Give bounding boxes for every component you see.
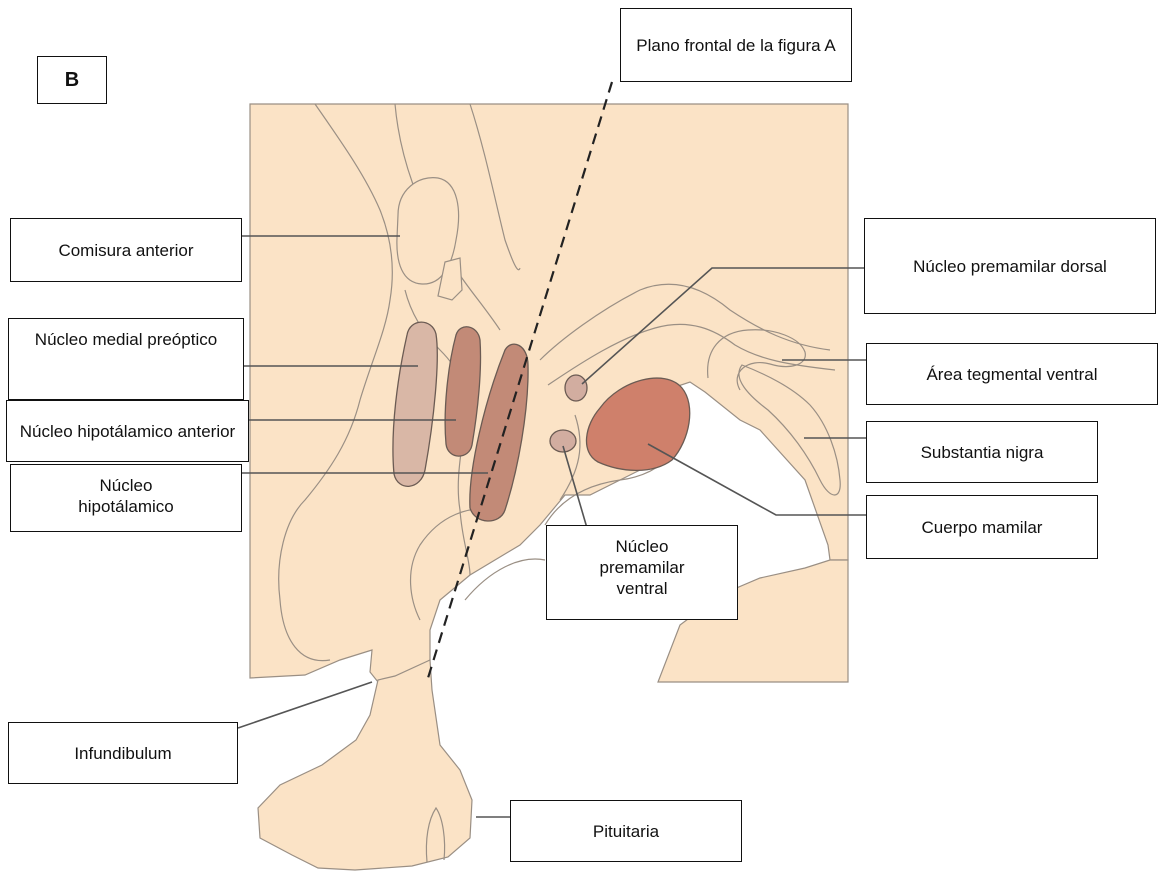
panel-label: B <box>37 56 107 104</box>
label-nucleo-premamilar-dorsal: Núcleo premamilar dorsal <box>864 218 1156 314</box>
dorsal-premamillary-nucleus-shape <box>565 375 587 401</box>
label-comisura-anterior: Comisura anterior <box>10 218 242 282</box>
label-pituitaria: Pituitaria <box>510 800 742 862</box>
label-nucleo-medial-preoptico: Núcleo medial preóptico <box>8 318 244 400</box>
leader-infundibulum <box>238 682 372 728</box>
label-cuerpo-mamilar: Cuerpo mamilar <box>866 495 1098 559</box>
label-nucleo-hipotalamico-anterior: Núcleo hipotálamico anterior <box>6 400 249 462</box>
label-nucleo-premamilar-ventral: Núcleo premamilar ventral <box>546 525 738 620</box>
infundibulum-pituitary-shape <box>258 660 472 870</box>
label-infundibulum: Infundibulum <box>8 722 238 784</box>
label-nucleo-hipotalamico: Núcleo hipotálamico <box>10 464 242 532</box>
label-area-tegmental-ventral: Área tegmental ventral <box>866 343 1158 405</box>
label-plano-frontal: Plano frontal de la figura A <box>620 8 852 82</box>
label-substantia-nigra: Substantia nigra <box>866 421 1098 483</box>
